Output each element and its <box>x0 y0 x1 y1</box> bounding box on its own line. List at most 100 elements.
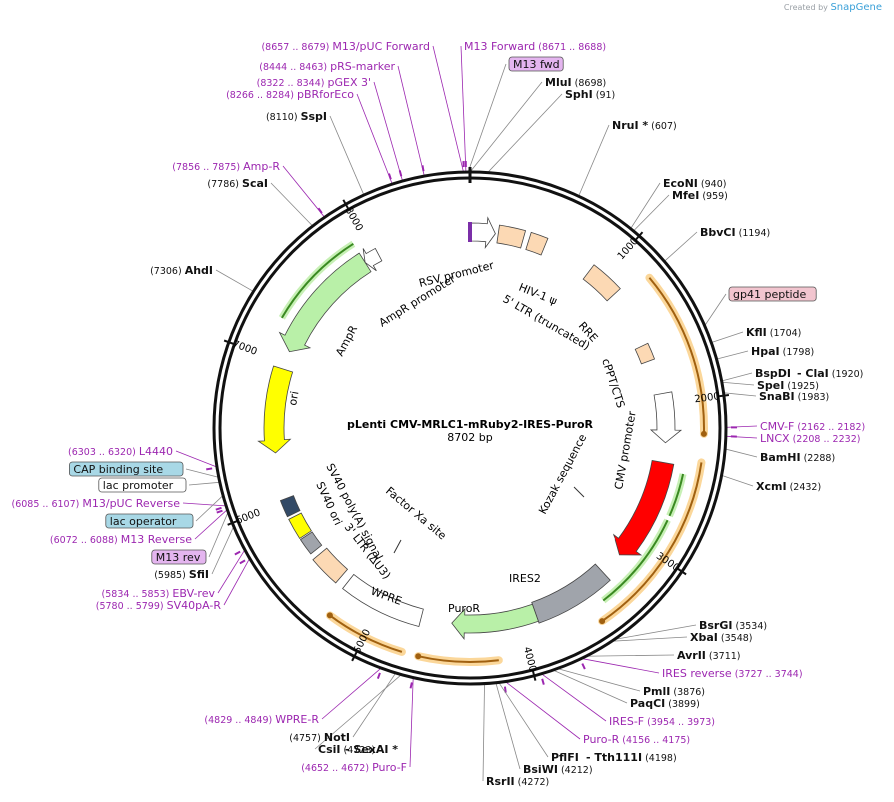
ampr-outer <box>281 242 354 319</box>
pflfi-label: PflFI <box>551 751 579 764</box>
nrui-label: NruI * (607) <box>612 119 677 132</box>
kfli-leader <box>710 331 744 344</box>
ampr-promoter-feature <box>362 247 383 272</box>
paqci-range: (3899) <box>665 699 700 710</box>
scai-leader <box>270 182 314 228</box>
sspi-leader <box>329 115 365 197</box>
hpai-leader <box>715 350 749 360</box>
tick-5000 <box>351 649 359 662</box>
sphi-leader <box>486 93 563 174</box>
bbvci-name: BbvCI <box>700 226 736 239</box>
pbrforeco-range: (8266 .. 8284) <box>226 90 297 101</box>
ampr-feature <box>278 252 372 353</box>
wpre-r-name: WPRE-R <box>275 713 319 726</box>
label-factor-xa: Factor Xa site <box>383 484 449 542</box>
m13-puc-rev-leader <box>182 502 228 507</box>
m13-rev-box-label: M13 rev <box>156 551 201 564</box>
ebv-rev-leader <box>217 548 246 594</box>
label-cmv-promoter: CMV promoter <box>612 410 639 491</box>
inner-features <box>257 216 683 641</box>
bsrgi-leader <box>611 624 697 641</box>
bsiwi-leader <box>495 681 521 770</box>
puro-outer-arrowhead <box>326 612 333 619</box>
hiv-psi-feature <box>525 231 549 256</box>
clai-range: (1920) <box>829 369 864 380</box>
center-title: pLenti CMV-MRLC1-mRuby2-IRES-PuroR 8702 … <box>347 418 594 444</box>
lncx-leader <box>724 435 758 439</box>
pgex-3-leader <box>373 81 404 183</box>
mlui-label: MluI (8698) <box>545 76 606 89</box>
tick-3000 <box>675 566 687 576</box>
tick-2000 <box>716 394 730 398</box>
cmv-f-name: CMV-F <box>760 420 794 433</box>
m13-fwd-label: M13 Forward (8671 .. 8688) <box>464 40 606 53</box>
tick-label-6000: 6000 <box>234 507 262 527</box>
wpre-r-label: (4829 .. 4849) WPRE-R <box>204 713 319 726</box>
label-ampr: AmpR <box>333 323 360 358</box>
ires2-outer-arrowhead <box>415 653 422 660</box>
sv40pa-r-range: (5780 .. 5799) <box>96 601 167 612</box>
gp41-label: gp41 peptide <box>733 288 807 301</box>
tth111i-name: - Tth111I <box>586 751 642 764</box>
ires-reverse-label: IRES reverse (3727 .. 3744) <box>662 667 803 680</box>
puro-f-leader <box>409 676 414 768</box>
spei-range: (1925) <box>784 381 819 392</box>
noti-name: NotI <box>324 731 350 744</box>
label-cppt: cPPT/CTS <box>599 357 627 410</box>
paqci-leader <box>551 669 628 704</box>
rsrii-label: RsrII (4272) <box>486 775 549 788</box>
avrii-leader <box>583 654 675 657</box>
label-ires2: IRES2 <box>509 572 541 585</box>
lac-promoter-box <box>98 477 187 493</box>
mruby2-outer-arrowhead <box>599 618 606 625</box>
ires2-feature <box>531 563 611 624</box>
puro-f-range: (4652 .. 4672) <box>301 763 372 774</box>
sphi-label: SphI (91) <box>565 88 615 101</box>
pbrforeco-label: (8266 .. 8284) pBRforEco <box>226 88 354 101</box>
rsrii-range: (4272) <box>515 777 550 788</box>
pgex-3-range: (8322 .. 8344) <box>257 78 328 89</box>
mlui-name: MluI <box>545 76 572 89</box>
lac-promoter-leader <box>188 481 221 486</box>
rre-feature <box>582 264 621 302</box>
ebv-rev-primer-mark <box>234 550 241 556</box>
scai-name: ScaI <box>242 177 268 190</box>
bspdi-label: BspDI <box>755 367 791 380</box>
puro-r-leader <box>503 680 581 740</box>
wpre-r-leader <box>321 667 383 720</box>
sv40-ori-feature <box>288 512 312 539</box>
lncx-range: (2208 .. 2232) <box>790 434 861 445</box>
xbai-name: XbaI <box>690 631 718 644</box>
m13-fwd-range: (8671 .. 8688) <box>535 42 606 53</box>
cap-site-leader <box>185 468 220 479</box>
ahdi-range: (7306) <box>150 266 185 277</box>
amp-r-label: (7856 .. 7875) Amp-R <box>172 160 280 173</box>
leader-lines <box>175 45 758 782</box>
m13-puc-fwd-name: M13/pUC Forward <box>332 40 430 53</box>
m13-puc-rev-primer-mark <box>215 506 222 511</box>
ahdi-leader <box>215 269 255 293</box>
ires-reverse-leader <box>579 657 660 674</box>
sv40pa-r-leader <box>223 557 251 606</box>
bspdi-leader <box>720 372 753 382</box>
ires-f-primer-mark <box>541 678 545 685</box>
bbvci-label: BbvCI (1194) <box>700 226 770 239</box>
csii-name: CsiI <box>318 743 340 756</box>
lac-operator-leader <box>195 494 225 522</box>
lac-operator-box <box>105 513 194 529</box>
mlui-leader <box>468 81 543 174</box>
ahdi-name: AhdI <box>185 264 213 277</box>
m13-reverse-label: (6072 .. 6088) M13 Reverse <box>50 533 192 546</box>
l4440-leader <box>175 450 219 468</box>
m13-fwd-box-leader <box>467 63 507 174</box>
bamhi-leader <box>724 448 758 458</box>
bamhi-name: BamHI <box>760 451 801 464</box>
puror-feature <box>451 603 539 641</box>
pbrforeco-leader <box>356 93 393 186</box>
l4440-label: (6303 .. 6320) L4440 <box>68 445 173 458</box>
ires-f-leader <box>540 672 607 722</box>
pmlii-label: PmlI (3876) <box>643 685 705 698</box>
l4440-range: (6303 .. 6320) <box>68 447 139 458</box>
cmv-promoter-outer-arrowhead <box>700 430 707 437</box>
tick-label-4000: 4000 <box>521 646 538 673</box>
